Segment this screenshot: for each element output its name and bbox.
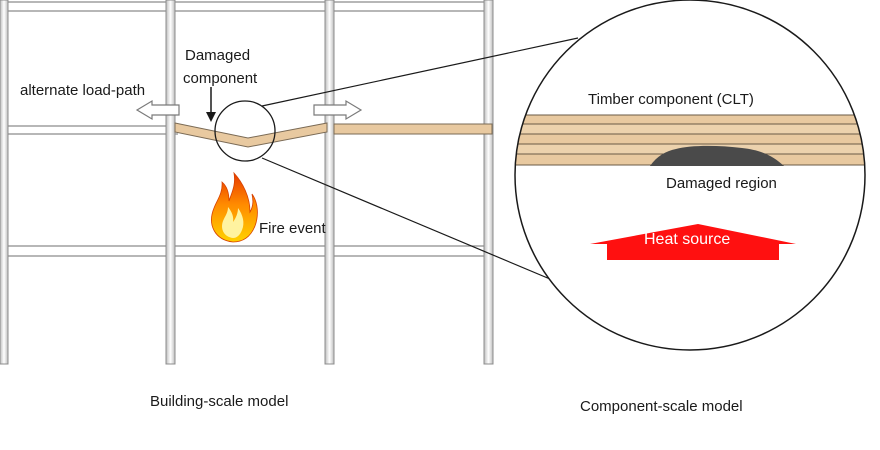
damaged-component-circle	[214, 100, 276, 162]
label-timber-component: Timber component (CLT)	[588, 91, 754, 108]
caption-component-scale-model: Component-scale model	[580, 398, 743, 415]
column-4	[483, 0, 494, 365]
load-path-arrow-right	[313, 99, 363, 121]
label-damaged-component-2: component	[183, 70, 258, 87]
column-1	[0, 0, 9, 365]
zoom-connector-lines	[261, 37, 601, 301]
label-alternate-load-path: alternate load-path	[20, 82, 145, 99]
beam-top	[0, 1, 492, 12]
building-frame	[0, 0, 494, 365]
damaged-timber-panel	[174, 122, 328, 148]
load-path-arrow-left	[135, 99, 180, 121]
damaged-component-pointer-arrow	[206, 87, 216, 122]
zoom-circle	[514, 0, 866, 351]
label-damaged-component-1: Damaged	[185, 47, 250, 64]
intact-timber-panel	[333, 123, 493, 135]
beam-bottom	[0, 245, 492, 257]
label-damaged-region: Damaged region	[666, 175, 777, 192]
label-heat-source: Heat source	[644, 231, 730, 248]
damaged-region-shape	[650, 145, 784, 166]
flame-icon	[211, 171, 258, 243]
timber-floor	[174, 122, 493, 148]
heat-source-arrow	[590, 224, 796, 260]
beam-floor-left	[0, 125, 178, 135]
column-3	[324, 0, 335, 365]
label-fire-event: Fire event	[259, 220, 327, 237]
column-2	[165, 0, 176, 365]
caption-building-scale-model: Building-scale model	[150, 393, 289, 410]
component-zoom	[515, 0, 865, 350]
